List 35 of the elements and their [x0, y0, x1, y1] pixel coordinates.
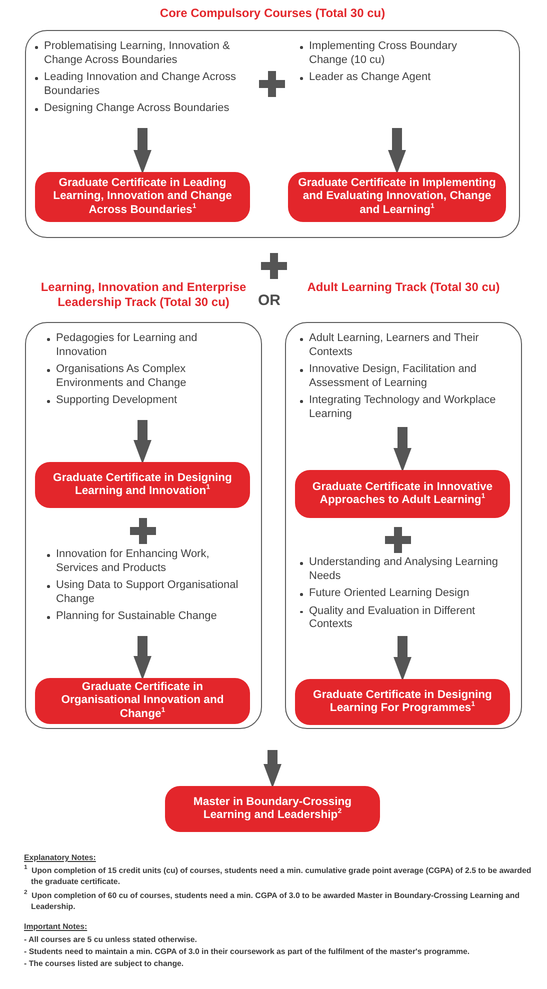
course-item: Implementing Cross Boundary Change (10 cu)	[309, 40, 457, 66]
track-heading: Learning, Innovation and Enterprise Leadership Track (Total 30 cu)	[40, 280, 248, 310]
block-arrow	[388, 128, 406, 174]
certificate-box: Master in Boundary-Crossing Learning and Leadership$^{2}$	[165, 786, 380, 832]
certificate-box: Graduate Certificate in Designing Learning For Programmes$^{1}$	[295, 679, 510, 725]
course-item: Integrating Technology and Workplace Learning	[309, 394, 496, 420]
course-item: Innovative Design, Facilitation and Assessment of Learning	[309, 363, 477, 388]
track-heading: Core Compulsory Courses (Total 30 cu)	[158, 6, 386, 21]
course-item: Leader as Change Agent	[309, 71, 431, 83]
block-arrow	[264, 750, 282, 788]
certificate-box: Graduate Certificate in Innovative Approaches to Adult Learning$^{1}$	[295, 470, 510, 518]
certificate-box: Graduate Certificate in Implementing and Evaluating Innovation, Change and Learning$^{1}$	[288, 172, 506, 222]
block-arrow	[394, 427, 412, 472]
course-item: Future Oriented Learning Design	[309, 587, 470, 599]
course-item: Planning for Sustainable Change	[56, 610, 217, 622]
course-item: Innovation for Enhancing Work, Services and Products	[56, 548, 210, 574]
certificate-box: Graduate Certificate in Leading Learning, Innovation and Change Across Boundaries$^{1}$	[35, 172, 250, 222]
course-item: Understanding and Analysing Learning Needs	[309, 556, 498, 582]
course-item: Supporting Development	[56, 394, 178, 406]
certificate-box: Graduate Certificate in Designing Learning and Innovation$^{1}$	[35, 462, 250, 508]
course-item: Leading Innovation and Change Across Boundaries	[44, 71, 236, 96]
certificate-box: Graduate Certificate in Organisational Innovation and Change$^{1}$	[35, 678, 250, 724]
block-arrow	[134, 128, 152, 174]
or-label: OR	[258, 292, 280, 309]
course-item: Using Data to Support Organisational Change	[56, 579, 238, 604]
course-item: Problematising Learning, Innovation & Change Across Boundaries	[44, 40, 230, 66]
block-arrow	[134, 636, 152, 680]
course-item: Adult Learning, Learners and Their Contexts	[309, 332, 479, 358]
block-arrow	[394, 636, 412, 681]
course-item: Designing Change Across Boundaries	[44, 102, 230, 114]
course-item: Quality and Evaluation in Different Contexts	[309, 604, 476, 630]
course-item: Organisations As Complex Environments and Change	[56, 363, 186, 388]
course-item: Pedagogies for Learning and Innovation	[56, 332, 198, 358]
block-arrow	[134, 420, 152, 464]
track-heading: Adult Learning Track (Total 30 cu)	[306, 280, 501, 295]
